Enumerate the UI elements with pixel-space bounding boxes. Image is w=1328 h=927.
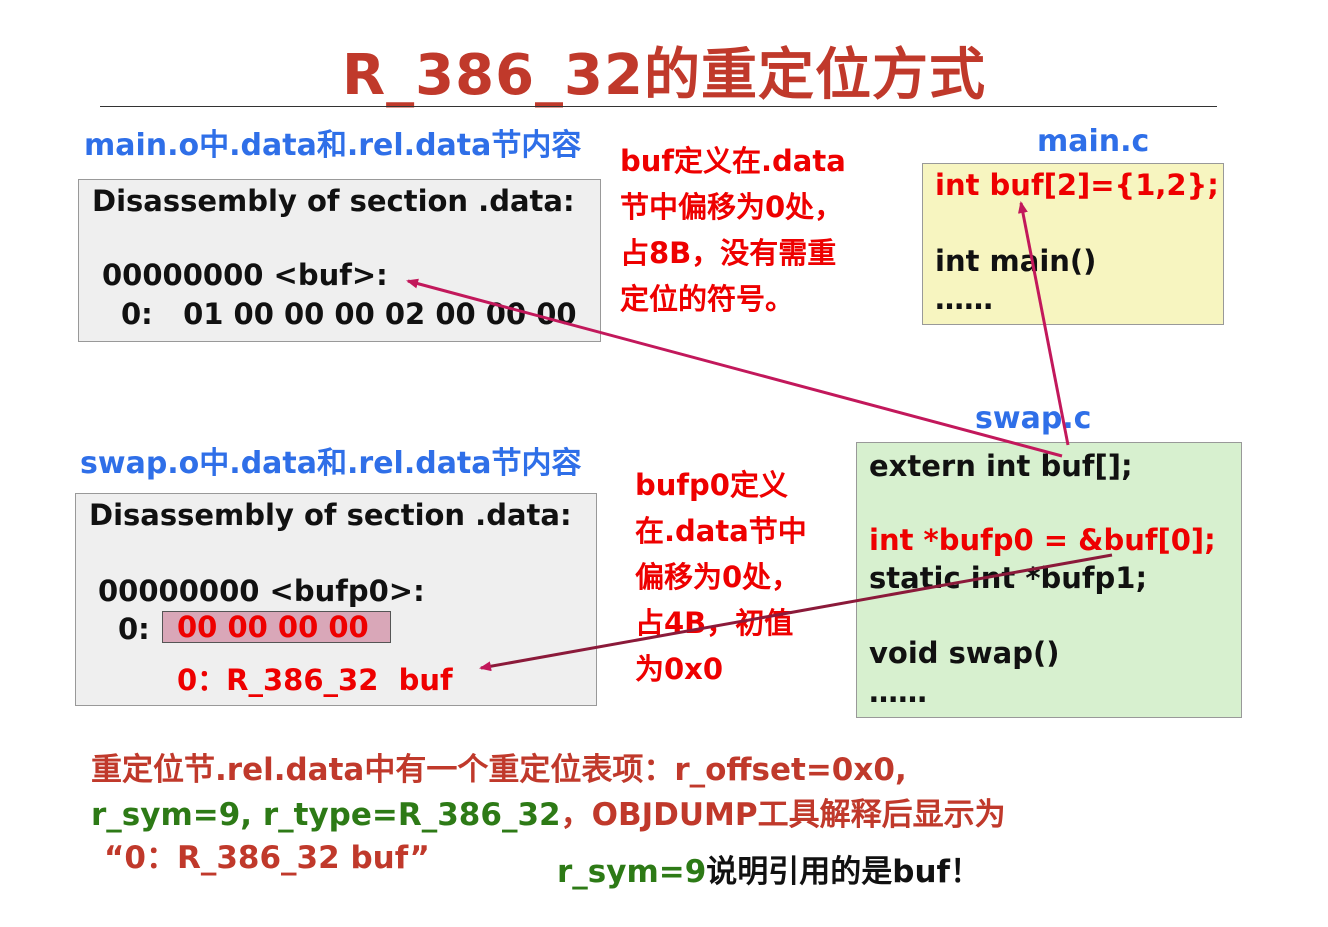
bottom-line2-part1: r_sym=9, r_type=R_386_32 — [91, 797, 561, 833]
annotation-buf-line: buf定义在.data — [620, 144, 846, 178]
swap-o-line1: Disassembly of section .data: — [89, 498, 572, 532]
bottom-line4-part1: r_sym=9 — [557, 854, 707, 890]
main-o-heading: main.o中.data和.rel.data节内容 — [84, 128, 582, 163]
swap-o-line2: 00000000 <bufp0>: — [98, 574, 425, 608]
main-o-line3: 0: 01 00 00 00 02 00 00 00 — [121, 297, 577, 331]
arrow-buf-to-main-o — [406, 278, 1063, 458]
bufp0-bytes: 00 00 00 00 — [177, 610, 369, 644]
bottom-line4: r_sym=9说明引用的是buf！ — [557, 846, 981, 891]
annotation-bufp0-line: bufp0定义 — [635, 468, 788, 502]
main-c-heading: main.c — [1037, 124, 1150, 159]
arrow-bufp0-to-reloc — [479, 553, 1113, 672]
swap-c-line1: extern int buf[]; — [869, 449, 1133, 483]
bottom-line2: r_sym=9, r_type=R_386_32，OBJDUMP工具解释后显示为 — [91, 789, 1006, 834]
swap-c-heading: swap.c — [975, 401, 1092, 436]
bytes-highlight: 00 00 00 00 — [162, 610, 391, 644]
swap-c-line5: …… — [869, 675, 927, 709]
annotation-buf-line: 定位的符号。 — [620, 282, 795, 316]
swap-o-offset-label: 0: — [118, 612, 150, 646]
swap-c-code-box: extern int buf[]; int *bufp0 = &buf[0]; … — [856, 442, 1242, 718]
bottom-line3: “0：R_386_32 buf” — [104, 840, 430, 876]
main-c-line3: …… — [935, 282, 993, 316]
annotation-bufp0-line: 偏移为0处， — [635, 560, 801, 594]
page-title: R_386_32的重定位方式 — [342, 43, 986, 108]
main-c-line2: int main() — [935, 244, 1097, 278]
annotation-buf-line: 节中偏移为0处， — [620, 190, 844, 224]
bottom-line2-part2: ，OBJDUMP工具解释后显示为 — [560, 797, 1006, 833]
reloc-entry: 0：R_386_32 buf — [177, 663, 453, 697]
bottom-line4-part2: 说明引用的是buf！ — [706, 854, 982, 890]
annotation-bufp0: bufp0定义 在.data节中 偏移为0处， 占4B，初值 为0x0 — [635, 462, 807, 692]
swap-c-line2: int *bufp0 = &buf[0]; — [869, 523, 1216, 557]
annotation-bufp0-line: 为0x0 — [635, 652, 724, 686]
main-o-line1: Disassembly of section .data: — [92, 184, 575, 218]
annotation-buf: buf定义在.data 节中偏移为0处， 占8B，没有需重 定位的符号。 — [620, 138, 846, 322]
bottom-line1: 重定位节.rel.data中有一个重定位表项：r_offset=0x0, — [91, 752, 907, 788]
main-c-code-box: int buf[2]={1,2}; int main() …… — [922, 163, 1224, 325]
arrow-buf-to-main-c — [1017, 201, 1070, 446]
swap-o-data-box: Disassembly of section .data: 00000000 <… — [75, 493, 597, 706]
swap-c-line4: void swap() — [869, 636, 1060, 670]
main-c-line1: int buf[2]={1,2}; — [935, 168, 1219, 202]
main-o-line2: 00000000 <buf>: — [102, 258, 388, 292]
swap-c-line3: static int *bufp1; — [869, 561, 1148, 595]
swap-o-heading: swap.o中.data和.rel.data节内容 — [80, 446, 582, 481]
main-o-data-box: Disassembly of section .data: 00000000 <… — [78, 179, 601, 342]
annotation-buf-line: 占8B，没有需重 — [620, 236, 837, 270]
title-divider — [100, 106, 1217, 107]
annotation-bufp0-line: 在.data节中 — [635, 514, 807, 548]
